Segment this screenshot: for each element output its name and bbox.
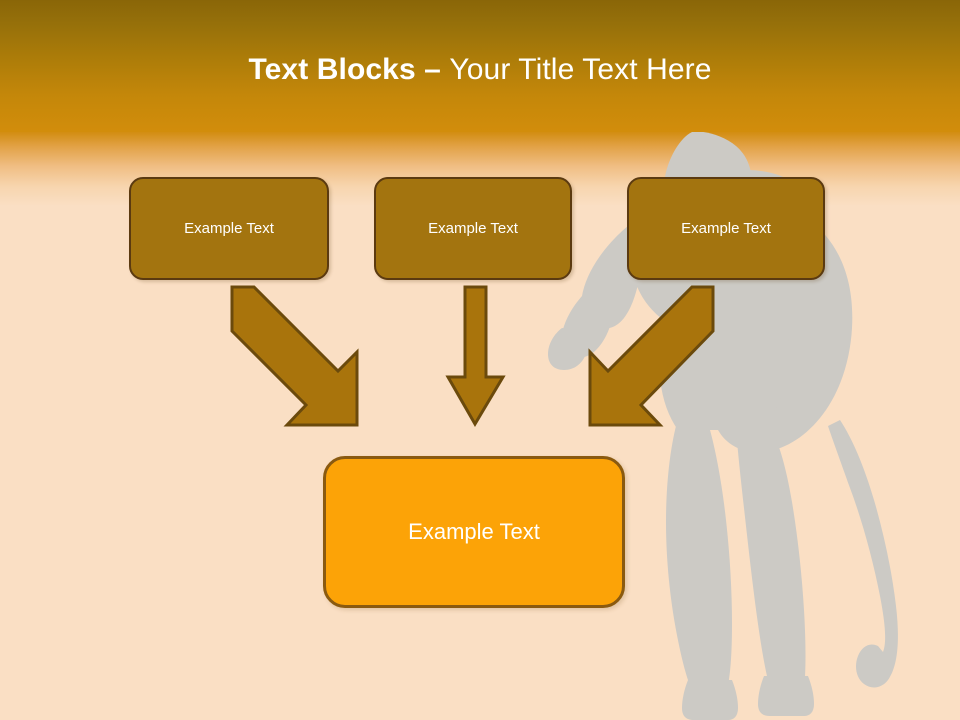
title-bar: Text Blocks – Your Title Text Here — [0, 0, 960, 132]
result-text-block[interactable]: Example Text — [323, 456, 625, 608]
text-block-1[interactable]: Example Text — [129, 177, 329, 280]
text-block-3[interactable]: Example Text — [627, 177, 825, 280]
page-title-regular: Your Title Text Here — [449, 53, 712, 86]
text-block-3-label: Example Text — [681, 220, 771, 237]
page-title-separator: – — [415, 53, 450, 86]
result-text-block-label: Example Text — [408, 519, 540, 544]
page-title-bold: Text Blocks — [248, 53, 416, 86]
text-block-2-label: Example Text — [428, 220, 518, 237]
text-block-2[interactable]: Example Text — [374, 177, 572, 280]
page-title: Text Blocks – Your Title Text Here — [0, 52, 960, 88]
text-block-1-label: Example Text — [184, 220, 274, 237]
